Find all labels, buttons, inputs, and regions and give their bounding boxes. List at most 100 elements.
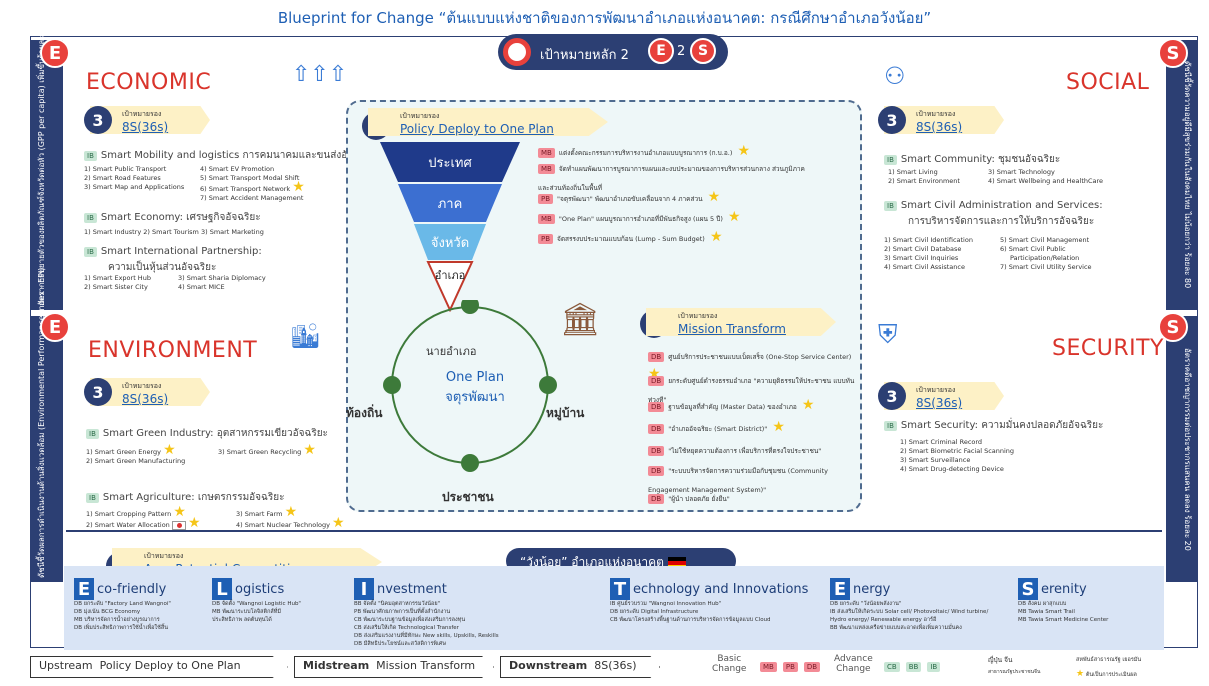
bottom-item: ประสิทธิภาพ ลดต้นทุนได้ xyxy=(212,617,272,623)
funnel-level-2 xyxy=(398,184,502,222)
economic-g1-item: 4) Smart EV Promotion xyxy=(200,165,275,173)
row-text: "ผู้นำ ปลอดภัย ยั่งยืน" xyxy=(668,495,730,503)
side-bar-left-bottom: ดัชนีชี้วัดผลการดำเนินงานด้านสิ่งแวดล้อม… xyxy=(31,267,63,582)
bottom-word: ogistics xyxy=(235,581,285,597)
social-g2-item: 6) Smart Civil Public xyxy=(1000,245,1066,253)
legend-down: 8S(36s) xyxy=(594,659,637,672)
economic-g3-tag: IB xyxy=(84,247,97,257)
shield-globe-icon: ⛨ xyxy=(878,320,898,350)
bottom-word: erenity xyxy=(1041,581,1087,597)
row-tag: DB xyxy=(648,352,665,362)
row-tag: DB xyxy=(648,466,665,476)
funnel-label: อำเภอ xyxy=(434,269,466,282)
environment-g2: Smart Agriculture: เกษตรกรรมอัจฉริยะ xyxy=(102,492,285,503)
row-text: แต่งตั้งคณะกรรมการบริหารงานอำเภอแบบบูรณา… xyxy=(558,149,733,157)
star-icon: ★ xyxy=(772,419,785,435)
star-icon: ★ xyxy=(707,189,721,205)
economic-g3-item: 1) Smart Export Hub xyxy=(84,274,151,282)
row-tag: DB xyxy=(648,494,665,504)
row-tag: DB xyxy=(648,402,665,412)
legend-basic2: Change xyxy=(712,664,747,674)
social-num: 3 xyxy=(878,106,906,134)
bottom-item: DB เพิ่มประสิทธิภาพการใช้น้ำเพื่อใช้สิ้น xyxy=(74,625,168,631)
bottom-letter: E xyxy=(830,578,850,600)
legend-de: สหพันธ์สาธารณรัฐ เยอรมัน xyxy=(1076,657,1142,663)
social-title: SOCIAL xyxy=(1066,70,1150,95)
environment-g2-tag: IB xyxy=(86,493,99,503)
social-g1-item: 4) Smart Wellbeing and HealthCare xyxy=(988,177,1104,185)
security-g1-item: 3) Smart Surveillance xyxy=(900,456,971,464)
bottom-word: nergy xyxy=(853,581,891,597)
row-tag: MB xyxy=(538,214,555,224)
economic-g1-item: 5) Smart Transport Modal Shift xyxy=(200,174,300,182)
bottom-word: co-friendly xyxy=(97,581,167,597)
bottom-letter: E xyxy=(74,578,94,600)
goal-s-badge: S xyxy=(690,38,716,64)
bottom-item: DB จัดตั้ง "Wangnoi Logistic Hub" xyxy=(212,601,301,607)
bottom-word: nvestment xyxy=(377,581,447,597)
environment-g1-item: 1) Smart Green Energy xyxy=(86,448,161,456)
social-g1-item: 1) Smart Living xyxy=(888,168,938,176)
side-text-left-bottom: ดัชนีชี้วัดผลการดำเนินงานด้านสิ่งแวดล้อม… xyxy=(37,267,46,578)
row-text: "จตุรพัฒนา" พัฒนาอำเภอขับเคลื่อนจาก 4 ภา… xyxy=(557,195,703,203)
row-tag: DB xyxy=(648,376,665,386)
social-g2: Smart Civil Administration and Services: xyxy=(900,200,1103,211)
economic-g1-item: 3) Smart Map and Applications xyxy=(84,183,185,191)
star-icon: ★ xyxy=(1076,669,1085,679)
side-text-right-bottom: อัตราคดีอาชญากรรมต่อประชากรแสนคน ลดลง ร้… xyxy=(1183,347,1192,551)
cycle-center-2: จตุรพัฒนา xyxy=(445,390,505,405)
security-g1-item: 2) Smart Biometric Facial Scanning xyxy=(900,447,1015,455)
environment-g2-item: 2) Smart Water Allocation xyxy=(86,521,170,529)
social-g1: Smart Community: ชุมชนอัจฉริยะ xyxy=(900,154,1061,165)
bottom-item: DB มีสิทธิประโยชน์และสวัสดิการพิเศษ xyxy=(354,641,447,647)
row-text: จัดสรรงบประมาณแบบก้อน (Lump - Sum Budget… xyxy=(557,235,705,243)
economic-g1-col2: 4) Smart EV Promotion 5) Smart Transport… xyxy=(200,165,330,203)
side-bar-right-top: ดัชนีชี้วัดความอยู่ดีมีสุขร่วมกันในสังคม… xyxy=(1166,40,1198,310)
people-network-icon: ⚇ xyxy=(884,62,906,90)
bottom-item: BB จัดตั้ง "นิคมอุตสาหกรรมวังน้อย" xyxy=(354,601,441,607)
social-g1-tag: IB xyxy=(884,155,897,165)
bottom-letter: S xyxy=(1018,578,1038,600)
bottom-item: DB ส่งเสริมแรงงานที่มีทักษะ New skills, … xyxy=(354,633,499,639)
economic-g1-item: 7) Smart Accident Management xyxy=(200,194,304,202)
funnel-level-4 xyxy=(426,261,474,312)
legend-jp: ญี่ปุ่น จีน xyxy=(988,656,1013,664)
row-tag: PB xyxy=(538,194,554,204)
star-icon: ★ xyxy=(737,143,751,159)
legend-tag-adv: BB xyxy=(905,662,922,672)
security-sub-small: เป้าหมายรอง xyxy=(916,386,956,394)
environment-sub: 8S(36s) xyxy=(122,392,169,406)
legend-tag-basic: PB xyxy=(782,662,798,672)
cycle-diagram xyxy=(383,300,557,472)
bottom-item: MB พัฒนาระบบโลจิสติกส์ที่มี xyxy=(212,609,282,615)
security-badge: S xyxy=(1158,312,1188,342)
future-label: “วังน้อย” อำเภอแห่งอนาคต xyxy=(520,555,664,569)
economic-g1: Smart Mobility and logistics การคมนาคมแล… xyxy=(100,150,377,161)
legend-tag-adv: CB xyxy=(884,662,900,672)
policy-small: เป้าหมายรอง xyxy=(400,112,440,120)
star-icon: ★ xyxy=(728,209,741,225)
row-text: "One Plan" แผนบูรณาการอำเภอที่มีพันธกิจส… xyxy=(558,215,723,223)
economic-sub-small: เป้าหมายรอง xyxy=(122,110,162,118)
economic-g1-item: 6) Smart Transport Network xyxy=(200,185,291,193)
bottom-item: CB พัฒนาโครงสร้างพื้นฐานด้านการบริหารจัด… xyxy=(610,617,771,623)
bottom-letter: I xyxy=(354,578,374,600)
economic-g3-item: 3) Smart Sharia Diplomacy xyxy=(178,274,266,282)
star-icon: ★ xyxy=(801,397,815,413)
row-text: จัดทำแผนพัฒนาการบูรณาการแผนและงบประมาณขอ… xyxy=(538,165,805,192)
star-icon: ★ xyxy=(303,442,316,458)
japan-flag-icon xyxy=(171,520,186,530)
bottom-item: DB ยกระดับ "วังน้อยพลังงาน" xyxy=(830,601,902,607)
economic-g2: Smart Economy: เศรษฐกิจอัจฉริยะ xyxy=(100,212,261,223)
main-goal-label: เป้าหมายหลัก 2 xyxy=(540,48,629,63)
cycle-left: ท้องถิ่น xyxy=(346,406,383,420)
row-text: "อำเภออัจฉริยะ (Smart District)" xyxy=(668,425,768,433)
economic-g1-col1: 1) Smart Public Transport 2) Smart Road … xyxy=(84,165,194,192)
legend-down-label: Downstream xyxy=(509,659,588,672)
star-icon: ★ xyxy=(332,515,345,531)
